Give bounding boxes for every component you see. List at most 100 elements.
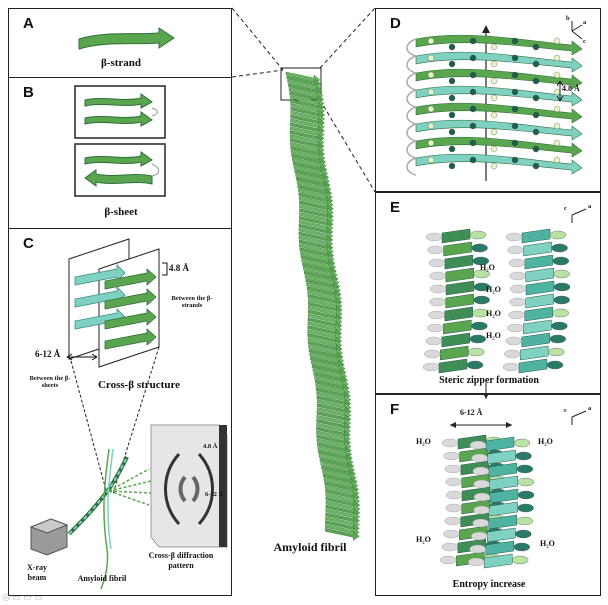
sidechain-colored [516, 516, 533, 526]
sheet-segment [441, 332, 471, 348]
sheet-segment [525, 293, 554, 309]
sidechain-colored [549, 334, 566, 344]
sidechain-colored [472, 256, 490, 266]
sheet-segment [488, 514, 517, 530]
panel-d-sidechain [469, 71, 477, 79]
sheet-segment [439, 345, 469, 361]
beta-sheet-caption: β-sheet [104, 206, 138, 218]
panel-d-sidechain [448, 60, 456, 68]
sidechain-gray [507, 323, 524, 333]
sidechain-gray [505, 336, 522, 346]
panel-a-label: A [23, 15, 34, 32]
diffraction-612-label: 6-12 Å [205, 491, 224, 498]
note-strands: Between the β-strands [171, 295, 213, 309]
panel-d-sidechain [553, 122, 561, 130]
panel-d-sidechain [469, 37, 477, 45]
sidechain-gray [507, 245, 524, 255]
water-e-4: H₂O [486, 331, 501, 340]
panel-d-sidechain [532, 145, 540, 153]
panel-d-strand [415, 34, 583, 56]
panel-d-sidechain [469, 156, 477, 164]
panel-f-spacing: 6-12 Å [460, 408, 483, 417]
sheet-segment [485, 436, 515, 452]
panel-d-sidechain [553, 88, 561, 96]
sheet-segment [489, 501, 518, 517]
sheet-segment [487, 527, 516, 543]
panel-d-sidechain [427, 122, 435, 130]
sidechain-gray [429, 284, 447, 294]
sheet-segment [521, 228, 551, 244]
panel-d-sidechain [469, 122, 477, 130]
panel-d-sidechain [469, 88, 477, 96]
panel-b-label: B [23, 84, 34, 101]
panel-d-sidechain [427, 37, 435, 45]
axis-e-a: a [588, 203, 592, 210]
sidechain-colored [469, 230, 487, 240]
panel-d-sidechain [469, 54, 477, 62]
sheet-segment [518, 358, 548, 374]
panel-d-loop [406, 72, 417, 91]
sidechain-colored [473, 295, 490, 305]
sidechain-gray [427, 245, 444, 255]
panel-d-strand [415, 119, 583, 141]
sidechain-gray [429, 271, 446, 281]
sidechain-colored [468, 347, 485, 357]
steric-zipper-caption: Steric zipper formation [439, 375, 539, 386]
sidechain-gray [443, 529, 460, 539]
sidechain-gray [443, 451, 460, 461]
panel-d-sidechain [427, 88, 435, 96]
panel-d-sidechain [448, 77, 456, 85]
sidechain-colored [553, 269, 570, 279]
panel-d-sidechain [490, 77, 498, 85]
sheet-segment [444, 254, 474, 270]
sheet-segment [444, 306, 473, 322]
panel-c-label: C [23, 235, 34, 252]
sidechain-gray [509, 297, 526, 307]
panel-d-spacing: 4.8 Å [562, 84, 580, 93]
panel-d-sidechain [490, 111, 498, 119]
panel-d-sidechain [448, 94, 456, 102]
sheet-segment [489, 475, 518, 491]
cross-beta-caption: Cross-β structure [97, 379, 181, 391]
entropy-diagram [440, 383, 587, 569]
sheet-segment [524, 306, 553, 322]
panel-d-sidechain [532, 43, 540, 51]
panel-b: B β-sheet [8, 77, 232, 229]
sheet-segment [445, 267, 474, 283]
panel-d-sidechain [511, 105, 519, 113]
panel-d-strand [415, 102, 583, 124]
sheet-segment [445, 293, 474, 309]
sidechain-colored [515, 529, 532, 539]
entropy-caption: Entropy increase [452, 579, 526, 590]
sheet-segment [443, 319, 472, 335]
panel-d-sidechain [532, 94, 540, 102]
sidechain-gray [445, 490, 463, 500]
sidechain-colored [512, 555, 529, 565]
panel-d-sidechain [427, 139, 435, 147]
sidechain-gray [505, 232, 523, 242]
sidechain-colored [552, 308, 569, 318]
sheet-segment [441, 228, 471, 244]
sidechain-gray [468, 557, 485, 567]
panel-d-loop [406, 55, 417, 74]
sidechain-gray [425, 232, 443, 242]
panel-d-sidechain [532, 77, 540, 85]
sidechain-gray [441, 542, 458, 552]
panel-d-sidechain [532, 128, 540, 136]
sidechain-gray [445, 503, 462, 513]
panel-d-sidechain [490, 162, 498, 170]
water-e-3: H₂O [486, 309, 501, 318]
sheet-segment [445, 280, 475, 296]
sidechain-colored [473, 282, 491, 292]
sheet-segment [524, 254, 554, 270]
panel-d-sidechain [427, 54, 435, 62]
panel-d-loop [406, 89, 417, 108]
axis-b: b [566, 15, 570, 22]
beta-sheet-diagram [74, 85, 166, 197]
sidechain-gray [428, 310, 445, 320]
panel-d-sidechain [532, 111, 540, 119]
panel-d-sidechain [448, 162, 456, 170]
axis-f-a: a [588, 405, 592, 412]
panel-d-strand [415, 51, 583, 73]
